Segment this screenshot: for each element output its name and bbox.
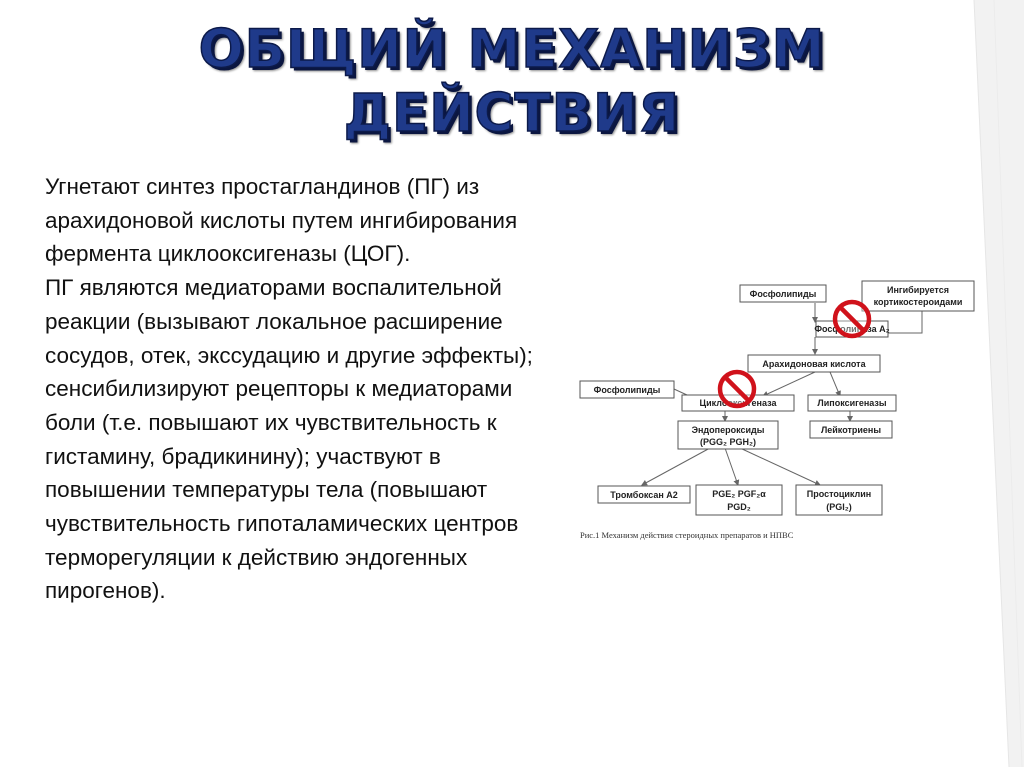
svg-text:Циклооксигеназа: Циклооксигеназа <box>700 398 778 408</box>
node-lipoxygenase: Липоксигеназы <box>807 394 897 412</box>
node-prostacyclin: Простоциклин (PGI₂) <box>795 484 883 516</box>
node-phospholipids-top: Фосфолипиды <box>739 284 827 303</box>
svg-text:(PGG₂ PGH₂): (PGG₂ PGH₂) <box>700 437 756 447</box>
paragraph-prostaglandin-role: ПГ являются медиаторами воспалительной р… <box>45 275 533 604</box>
node-leukotrienes: Лейкотриены <box>809 420 893 439</box>
paragraph-prostaglandin-synthesis: Угнетают синтез простагландинов (ПГ) из … <box>45 174 518 267</box>
svg-text:Эндопероксиды: Эндопероксиды <box>692 425 765 435</box>
node-pge: PGE₂ PGF₂α PGD₂ <box>695 484 783 516</box>
svg-text:Фосфолипаза A₂: Фосфолипаза A₂ <box>814 324 889 334</box>
diagram-arrows <box>641 303 923 486</box>
body-text: Угнетают синтез простагландинов (ПГ) из … <box>45 170 565 608</box>
svg-text:Липоксигеназы: Липоксигеназы <box>817 398 886 408</box>
slide-title-line2: ДЕЙСТВИЯ <box>343 82 681 145</box>
prohibition-sign-icon <box>717 369 757 409</box>
node-phospholipids-left: Фосфолипиды <box>579 380 675 399</box>
svg-text:кортикостероидами: кортикостероидами <box>874 297 963 307</box>
node-arachidonic-acid: Арахидоновая кислота <box>747 354 881 373</box>
svg-text:Ингибируется: Ингибируется <box>887 285 949 295</box>
svg-text:Простоциклин: Простоциклин <box>807 489 872 499</box>
svg-text:Арахидоновая кислота: Арахидоновая кислота <box>762 359 866 369</box>
svg-text:Лейкотриены: Лейкотриены <box>821 425 881 435</box>
slide-title-line1: ОБЩИЙ МЕХАНИЗМ <box>198 18 826 81</box>
mechanism-diagram: Фосфолипиды Ингибируется кортикостероида… <box>579 280 975 540</box>
corner-decoration <box>973 0 1024 767</box>
prohibition-sign-icon <box>832 299 872 339</box>
node-cyclooxygenase: Циклооксигеназа <box>681 394 795 412</box>
node-thromboxane: Тромбоксан A2 <box>597 485 691 504</box>
svg-text:Тромбоксан A2: Тромбоксан A2 <box>610 490 678 500</box>
svg-text:PGD₂: PGD₂ <box>727 502 751 512</box>
svg-text:Фосфолипиды: Фосфолипиды <box>594 385 661 395</box>
node-endoperoxides: Эндопероксиды (PGG₂ PGH₂) <box>677 420 779 450</box>
slide-title: ОБЩИЙ МЕХАНИЗМ ДЕЙСТВИЯ <box>0 18 1024 146</box>
svg-text:(PGI₂): (PGI₂) <box>826 502 852 512</box>
diagram-caption: Рис.1 Механизм действия стероидных препа… <box>580 530 794 540</box>
node-inhibited-corticosteroids: Ингибируется кортикостероидами <box>861 280 975 312</box>
svg-text:Фосфолипиды: Фосфолипиды <box>750 289 817 299</box>
svg-text:PGE₂ PGF₂α: PGE₂ PGF₂α <box>712 489 766 499</box>
